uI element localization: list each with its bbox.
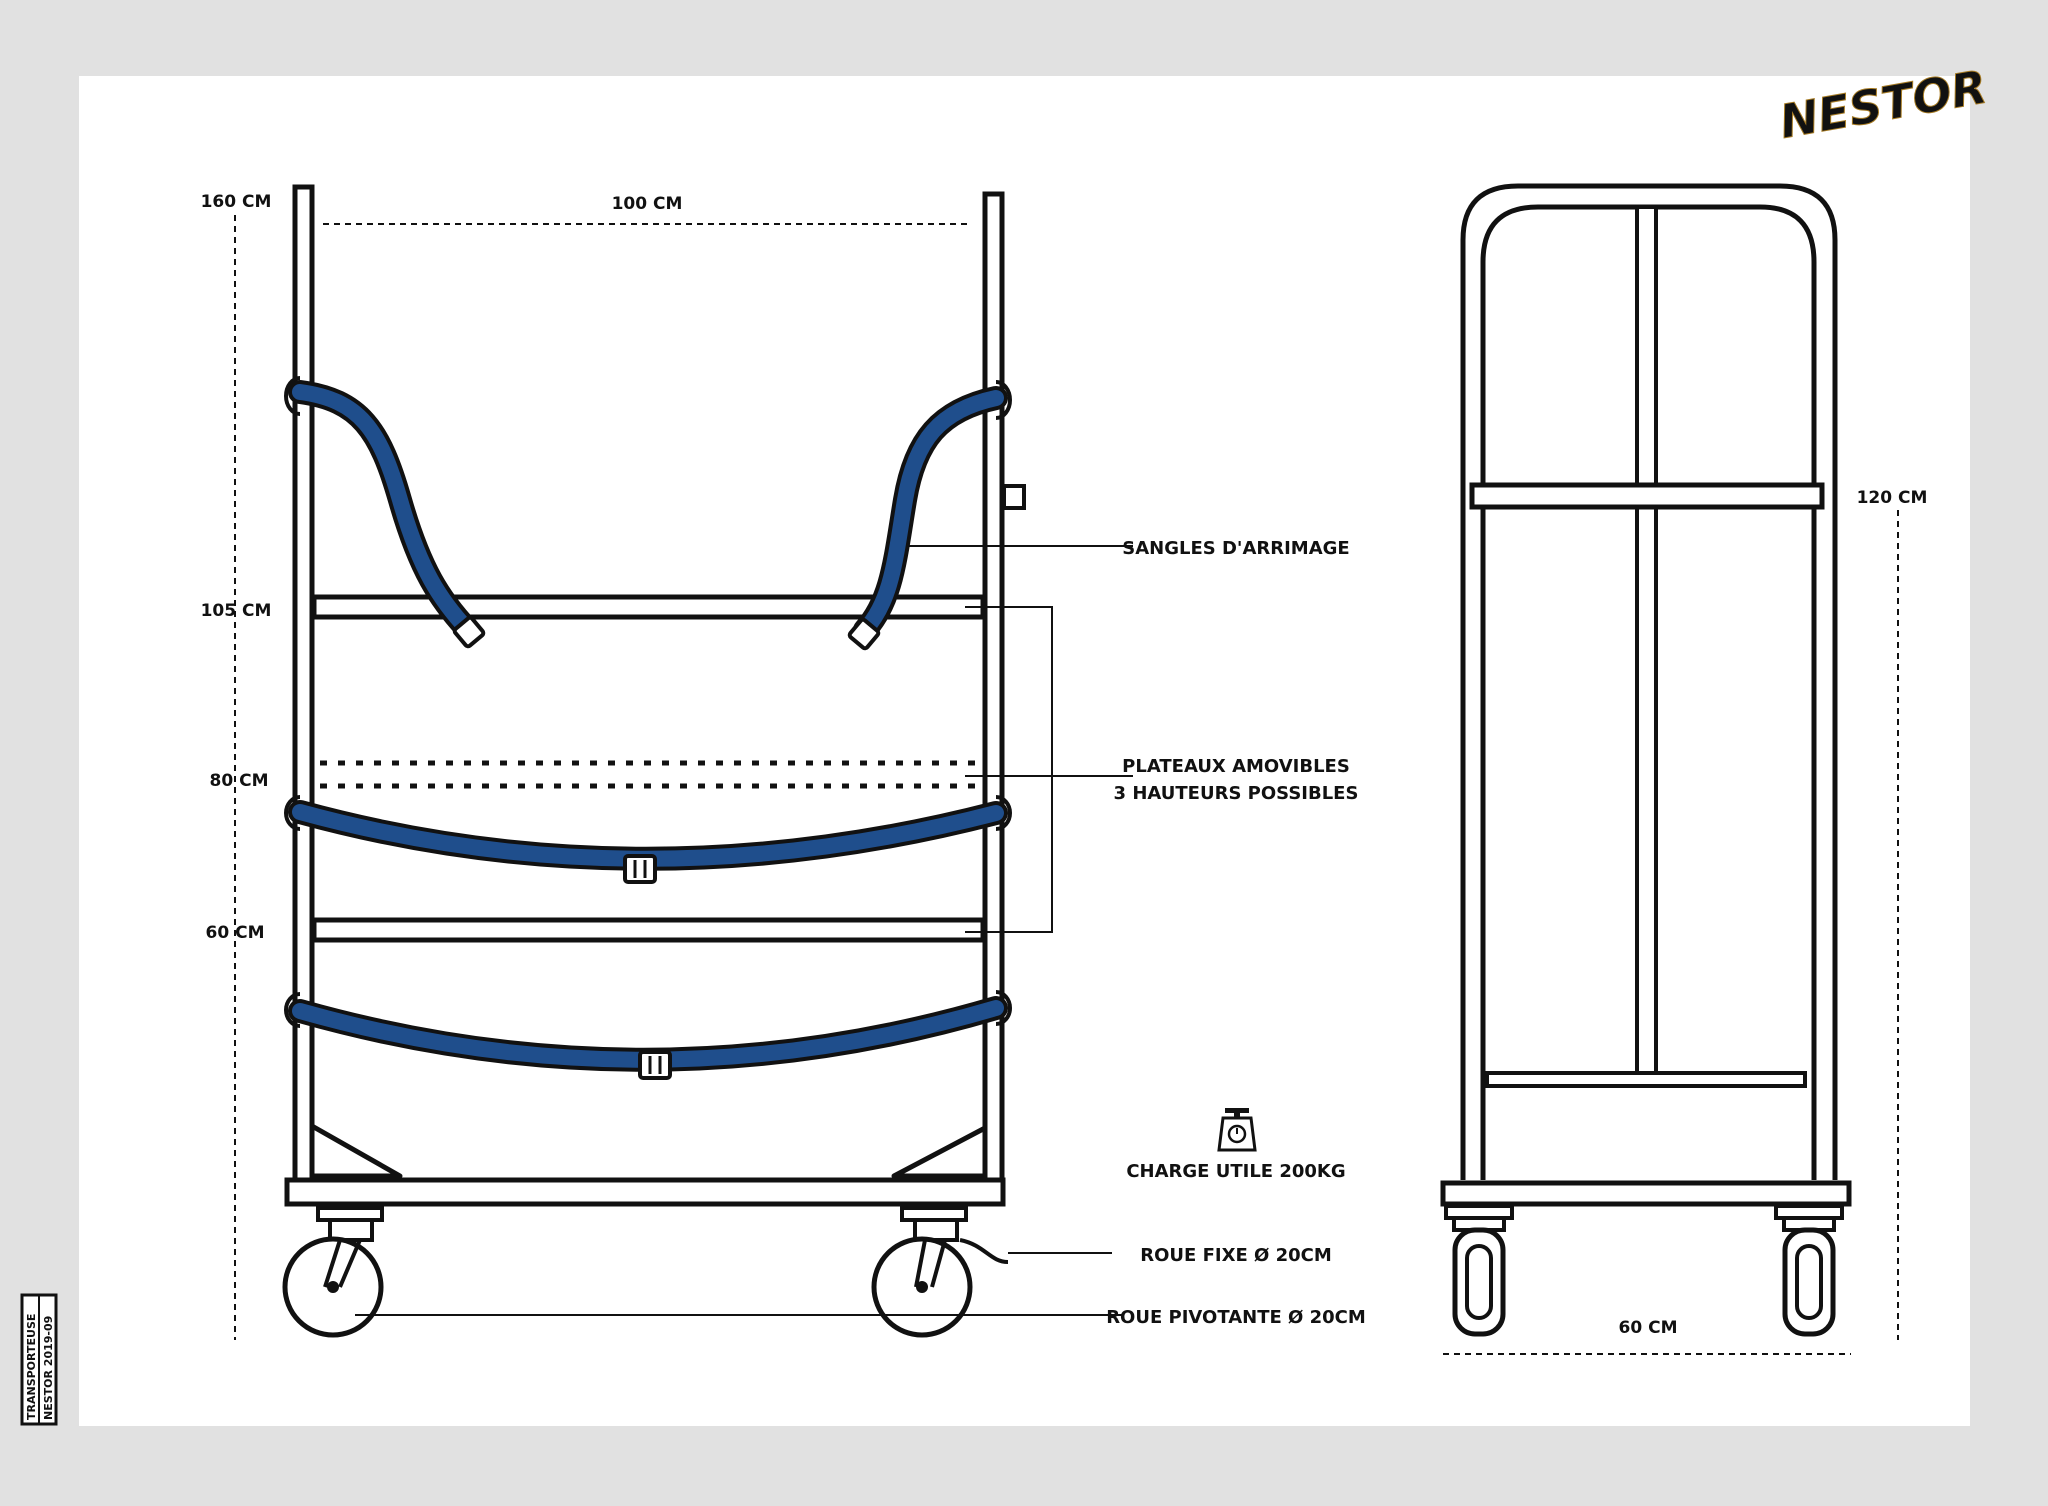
bottom-strap [284,990,1012,1080]
middle-strap [284,795,1012,884]
height-label-160: 160 CM [201,192,272,212]
side-wheel-left [1444,1204,1514,1337]
right-upright [982,191,1005,1190]
right-gusset [891,1125,988,1179]
stamp-line2: NESTOR 2019-09 [42,1316,55,1420]
stamp-line1: TRANSPORTEUSE [25,1314,38,1420]
title-stamp: TRANSPORTEUSE NESTOR 2019-09 [20,1293,58,1426]
width-label-100: 100 CM [612,194,683,214]
callout-swivel-wheel: ROUE PIVOTANTE Ø 20CM [1106,1307,1366,1328]
scale-icon [1217,1108,1257,1152]
side-lower-rail [1485,1071,1807,1088]
left-gusset [309,1123,403,1179]
top-straps [284,376,1012,651]
callout-trays-line2: 3 HAUTEURS POSSIBLES [1114,783,1359,804]
callout-trays-line1: PLATEAUX AMOVIBLES [1122,756,1350,777]
callout-straps: SANGLES D'ARRIMAGE [1122,538,1349,559]
fixed-wheel [871,1206,1009,1338]
height-label-80: 80 CM [210,771,269,791]
side-width-label: 60 CM [1619,1318,1678,1338]
side-base [1440,1180,1852,1207]
tray-bracket [965,606,1053,933]
height-label-60: 60 CM [206,923,265,943]
upright-latch [1002,484,1026,510]
side-frame-outer [1460,183,1838,1180]
side-wheel-right [1774,1204,1844,1337]
side-center-bar [1635,205,1658,1075]
front-base [284,1177,1006,1207]
lower-tray [311,917,986,943]
side-crossbar [1469,482,1825,510]
nestor-logo: NESTOR [1775,59,1991,149]
swivel-wheel [282,1206,384,1338]
callout-fixed-wheel: ROUE FIXE Ø 20CM [1140,1245,1332,1266]
side-height-label: 120 CM [1857,488,1928,508]
height-label-105: 105 CM [201,601,272,621]
logo-text: NESTOR [1776,60,1991,149]
callout-load: CHARGE UTILE 200KG [1126,1161,1345,1182]
left-upright [292,184,315,1190]
